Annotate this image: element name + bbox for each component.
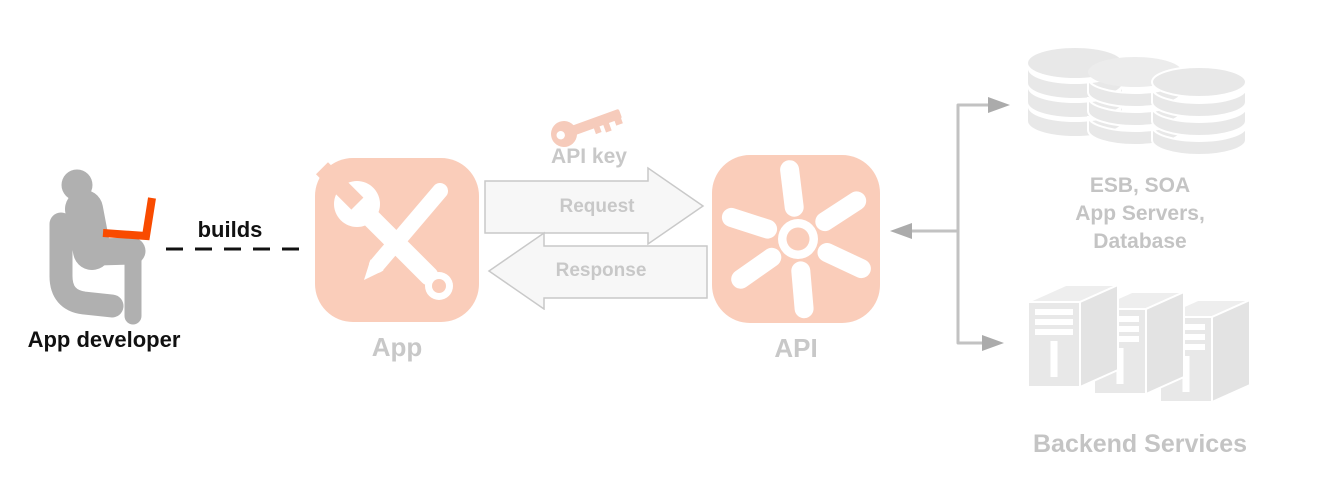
laptop-icon	[102, 197, 156, 241]
arrowhead-to-datastore	[988, 97, 1010, 113]
builds-label: builds	[197, 217, 263, 242]
app-developer-icon	[49, 169, 156, 325]
gear-spark-icon	[721, 160, 871, 319]
app-label: App	[371, 332, 423, 362]
api-icon	[712, 155, 880, 323]
server-stack-icon	[1027, 283, 1251, 404]
database-stack-icon	[1028, 48, 1247, 156]
arrowhead-to-api	[890, 223, 912, 239]
api-label: API	[774, 333, 818, 363]
backend-connector-arrows	[890, 97, 1010, 351]
response-label: Response	[555, 260, 647, 281]
request-label: Request	[559, 196, 635, 217]
api-key-label: API key	[551, 145, 627, 168]
request-arrow	[484, 166, 705, 246]
app-icon	[315, 158, 479, 322]
wrench-pencil-icon	[315, 162, 453, 300]
datastore-label-line1: ESB, SOA	[1089, 174, 1191, 197]
request-response-arrows	[484, 166, 708, 310]
person-icon	[49, 169, 146, 325]
datastore-label-line2: App Servers,	[1075, 202, 1205, 225]
backend-services-label: Backend Services	[1032, 430, 1248, 458]
builds-dashed-line	[166, 247, 301, 251]
response-arrow	[487, 231, 708, 310]
datastore-label: ESB, SOA App Servers, Database	[1040, 172, 1240, 256]
key-icon	[551, 109, 623, 147]
datastore-label-line3: Database	[1093, 230, 1187, 253]
arrowhead-to-services	[982, 335, 1004, 351]
app-developer-label: App developer	[27, 327, 181, 352]
